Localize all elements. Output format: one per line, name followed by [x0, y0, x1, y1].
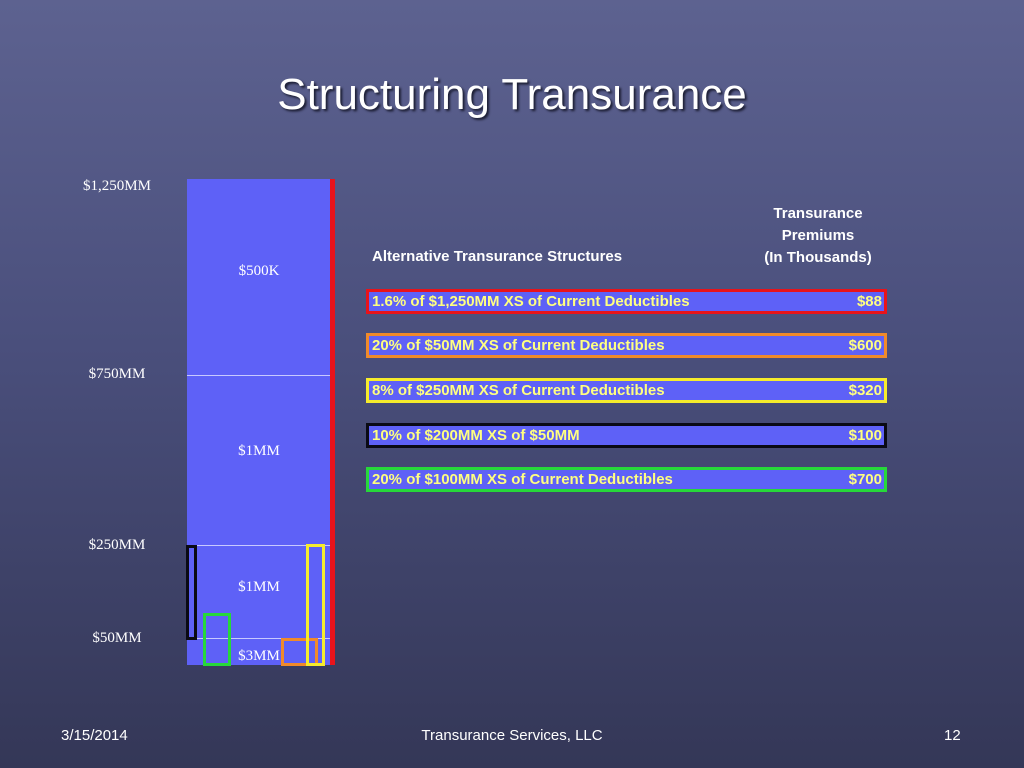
header-premiums-line2: Premiums	[781, 227, 855, 244]
footer-date: 3/15/2014	[61, 727, 128, 744]
tier-divider	[187, 375, 331, 376]
header-structures: Alternative Transurance Structures	[372, 248, 623, 265]
layer-red-full-tower	[330, 179, 335, 665]
y-label-750mm: $750MM	[88, 366, 146, 382]
structure-premium: $700	[848, 471, 882, 488]
page-number: 12	[944, 727, 961, 744]
tier-label-3mm: $3MM	[238, 648, 280, 664]
tier-divider	[187, 638, 331, 639]
structure-premium: $88	[856, 293, 882, 310]
structure-description: 1.6% of $1,250MM XS of Current Deductibl…	[372, 293, 690, 310]
structure-premium: $600	[848, 337, 882, 354]
structure-description: 10% of $200MM XS of $50MM	[372, 427, 580, 444]
slide-title: Structuring Transurance	[277, 70, 747, 119]
structure-description: 8% of $250MM XS of Current Deductibles	[372, 382, 665, 399]
structure-premium: $100	[848, 427, 882, 444]
structure-description: 20% of $100MM XS of Current Deductibles	[372, 471, 673, 488]
structure-row-orange: 20% of $50MM XS of Current Deductibles $…	[366, 333, 887, 358]
header-premiums-line1: Transurance	[773, 205, 863, 222]
y-label-50mm: $50MM	[92, 630, 142, 646]
layer-black-200mm-xs-50mm	[186, 545, 197, 640]
layer-green-100mm	[203, 613, 231, 666]
layer-yellow-250mm	[306, 544, 325, 666]
structure-description: 20% of $50MM XS of Current Deductibles	[372, 337, 665, 354]
structure-row-green: 20% of $100MM XS of Current Deductibles …	[366, 467, 887, 492]
structure-row-black: 10% of $200MM XS of $50MM $100	[366, 423, 887, 448]
tier-label-1mm-lower: $1MM	[238, 579, 280, 595]
y-label-1250mm: $1,250MM	[83, 178, 151, 194]
header-premiums-line3: (In Thousands)	[764, 249, 872, 266]
insurance-tower: $500K $1MM $1MM $3MM	[187, 179, 331, 665]
footer-company: Transurance Services, LLC	[421, 727, 603, 744]
layer-orange-50mm	[281, 638, 318, 666]
structure-premium: $320	[848, 382, 882, 399]
structure-row-yellow: 8% of $250MM XS of Current Deductibles $…	[366, 378, 887, 403]
tier-label-1mm-upper: $1MM	[238, 443, 280, 459]
header-premiums: Transurance Premiums (In Thousands)	[738, 203, 898, 269]
tier-divider	[187, 545, 331, 546]
y-label-250mm: $250MM	[88, 537, 146, 553]
structure-row-red: 1.6% of $1,250MM XS of Current Deductibl…	[366, 289, 887, 314]
tier-label-500k: $500K	[238, 263, 280, 279]
